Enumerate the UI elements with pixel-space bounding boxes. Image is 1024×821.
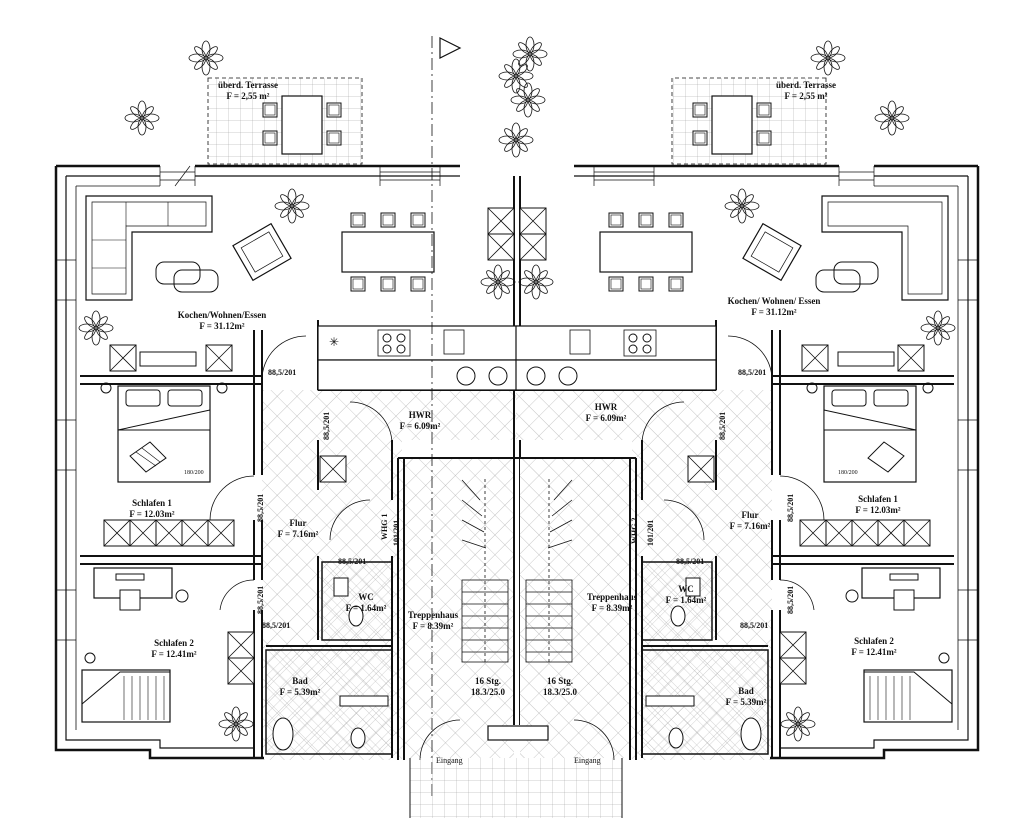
room-name: Bad (738, 686, 754, 696)
room-area: F = 6.09m² (585, 413, 627, 423)
unit-label-left: WHG 1 (380, 513, 389, 540)
bed-size-left: 180/200 (184, 470, 204, 476)
room-area: F = 8.39m² (412, 621, 454, 631)
door-size-flur-right: 88,5/201 (738, 368, 767, 377)
entrance-label-right: Eingang (574, 756, 601, 765)
room-label-wc-left: WC F = 1.64m² (346, 592, 387, 614)
door-size-bad-right: 88,5/201 (740, 621, 769, 630)
room-label-kochen-right: Kochen/ Wohnen/ Essen F = 31.12m² (728, 296, 821, 318)
room-name: Flur (741, 510, 759, 520)
stair-ratio: 18.3/25.0 (470, 687, 506, 697)
bed-left (100, 382, 228, 483)
room-name: Schlafen 1 (858, 494, 898, 504)
stair-steps: 16 Stg. (546, 676, 574, 686)
room-name: HWR (594, 402, 618, 412)
room-label-flur-right: Flur F = 7.16m² (730, 510, 771, 532)
room-name: Kochen/Wohnen/Essen (177, 310, 267, 320)
unit-label-right: WHG 2 (630, 517, 639, 544)
door-size-bad-left: 88,5/201 (262, 621, 291, 630)
unit-right (515, 40, 980, 761)
room-name: Schlafen 2 (154, 638, 194, 648)
stair-ratio: 18.3/25.0 (542, 687, 578, 697)
wall-kitchen-bottom (80, 375, 262, 385)
svg-text:✳: ✳ (329, 335, 339, 349)
door-size-schlafen2-left: 88,5/201 (256, 585, 265, 614)
room-area: F = 12.03m² (855, 505, 901, 515)
door-size-wc-right: 88,5/201 (676, 557, 705, 566)
room-area: F = 2,55 m² (784, 91, 828, 101)
room-name: überd. Terrasse (775, 80, 837, 90)
door-size-schlafen1-left: 88,5/201 (256, 493, 265, 522)
outer-wall-left (54, 164, 460, 760)
room-name: überd. Terrasse (217, 80, 279, 90)
door-size-schlafen1-right: 88,5/201 (786, 493, 795, 522)
room-area: F = 5.39m² (279, 687, 321, 697)
bathtub-icon (272, 717, 294, 751)
room-label-treppenhaus-left: Treppenhaus F = 8.39m² (408, 610, 458, 632)
door-size-hwr-right: 88,5/201 (718, 411, 727, 440)
room-name: Treppenhaus (407, 610, 459, 620)
room-area: F = 6.09m² (399, 421, 441, 431)
terrace-label-right: überd. Terrasse F = 2,55 m² (776, 80, 836, 102)
room-name: Kochen/ Wohnen/ Essen (727, 296, 821, 306)
room-area: F = 2,55 m² (226, 91, 270, 101)
room-name: HWR (408, 410, 432, 420)
room-area: F = 12.41m² (151, 649, 197, 659)
door-size-hwr-left: 88,5/201 (322, 411, 331, 440)
door-size-entrance-left: 101/201 (392, 519, 401, 546)
stair-steps: 16 Stg. (474, 676, 502, 686)
room-label-bad-left: Bad F = 5.39m² (280, 676, 321, 698)
room-name: WC (358, 592, 374, 602)
room-area: F = 7.16m² (277, 529, 319, 539)
toilet-icon (348, 605, 366, 749)
room-area: F = 31.12m² (751, 307, 797, 317)
room-label-schlafen2-left: Schlafen 2 F = 12.41m² (151, 638, 196, 660)
stairs-label-right: 16 Stg. 18.3/25.0 (543, 676, 577, 698)
stairs-label-left: 16 Stg. 18.3/25.0 (471, 676, 505, 698)
room-label-treppenhaus-right: Treppenhaus F = 8.39m² (587, 592, 637, 614)
door-size-schlafen2-right: 88,5/201 (786, 585, 795, 614)
room-area: F = 12.41m² (851, 647, 897, 657)
cooktop-icon (377, 329, 411, 357)
entrance-label-left: Eingang (436, 756, 463, 765)
room-name: Schlafen 2 (854, 636, 894, 646)
room-name: Flur (289, 518, 307, 528)
door-size-entrance-right: 101/201 (646, 519, 655, 546)
room-label-schlafen1-left: Schlafen 1 F = 12.03m² (129, 498, 174, 520)
sofa-left (85, 195, 213, 301)
room-name: WC (678, 584, 694, 594)
room-name: Treppenhaus (586, 592, 638, 602)
room-name: Schlafen 1 (132, 498, 172, 508)
room-area: F = 7.16m² (729, 521, 771, 531)
room-label-flur-left: Flur F = 7.16m² (278, 518, 319, 540)
room-label-wc-right: WC F = 1.64m² (666, 584, 707, 606)
washing-machine-icon (456, 366, 508, 386)
room-label-bad-right: Bad F = 5.39m² (726, 686, 767, 708)
room-label-kochen-left: Kochen/Wohnen/Essen F = 31.12m² (178, 310, 267, 332)
unit-left: ✳ (54, 40, 521, 761)
triangle-north-icon (439, 37, 462, 59)
room-area: F = 31.12m² (199, 321, 245, 331)
room-name: Bad (292, 676, 308, 686)
door-size-wc-left: 88,5/201 (338, 557, 367, 566)
bed-size-right: 180/200 (838, 470, 858, 476)
sink-icon (443, 329, 465, 355)
room-label-schlafen2-right: Schlafen 2 F = 12.41m² (851, 636, 896, 658)
room-area: F = 12.03m² (129, 509, 175, 519)
room-area: F = 1.64m² (665, 595, 707, 605)
door-size-flur-left: 88,5/201 (268, 368, 297, 377)
room-label-hwr-right: HWR F = 6.09m² (586, 402, 627, 424)
room-area: F = 1.64m² (345, 603, 387, 613)
room-area: F = 5.39m² (725, 697, 767, 707)
terrace-label-left: überd. Terrasse F = 2,55 m² (218, 80, 278, 102)
room-area: F = 8.39m² (591, 603, 633, 613)
room-label-schlafen1-right: Schlafen 1 F = 12.03m² (855, 494, 900, 516)
room-label-hwr-left: HWR F = 6.09m² (400, 410, 441, 432)
